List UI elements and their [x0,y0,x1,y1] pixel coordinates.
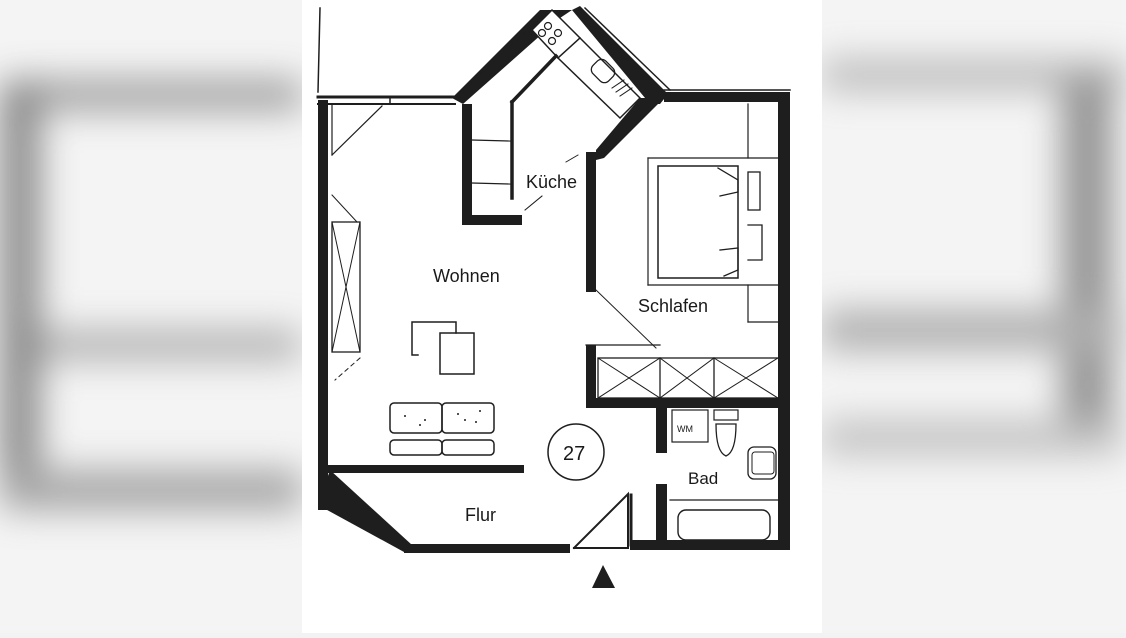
room-label-wohnen: Wohnen [433,266,500,286]
room-label-flur: Flur [465,505,496,525]
room-label-bad: Bad [688,469,718,488]
unit-number: 27 [563,443,585,465]
washing-machine-label: WM [677,424,693,434]
unit-number-circle [547,423,605,481]
room-label-kueche: Küche [526,172,577,192]
floor-plan: Küche Wohnen Schlafen Bad Flur 27 WM [302,0,822,633]
blurred-background-left [0,0,302,633]
floor-plan-drawing: Küche Wohnen Schlafen Bad Flur 27 WM [316,6,791,588]
blurred-background-right [822,0,1126,633]
room-label-schlafen: Schlafen [638,296,708,316]
entrance-arrow-icon [592,565,615,588]
